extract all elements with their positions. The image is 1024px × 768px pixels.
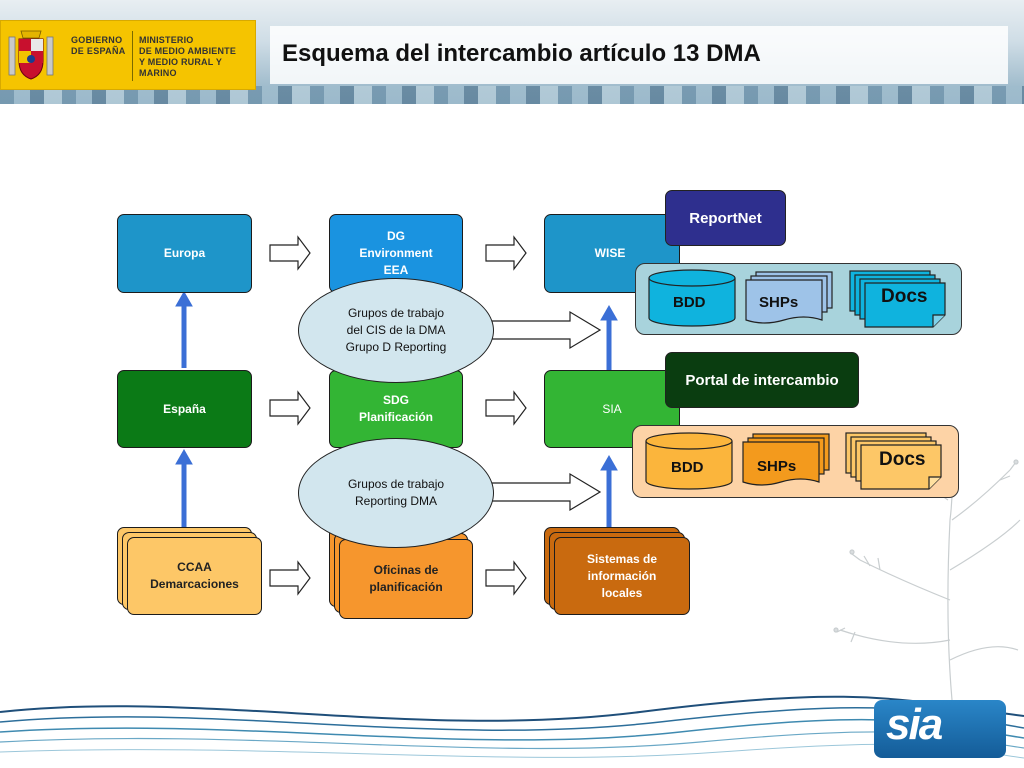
title-box <box>270 26 1008 84</box>
gov-line-2: DE ESPAÑA <box>71 46 126 56</box>
ccaa-line-2: Demarcaciones <box>150 577 239 591</box>
database-icon <box>645 432 733 490</box>
header-water-strip <box>0 86 1024 104</box>
sistemas-line-2: información <box>587 568 657 583</box>
arrow-grupos2-sia <box>491 472 602 512</box>
arrow-espana-sdg <box>269 390 311 426</box>
ministry-text: MINISTERIO DE MEDIO AMBIENTE Y MEDIO RUR… <box>139 35 255 79</box>
portal-bdd-label: BDD <box>671 459 704 476</box>
government-text: GOBIERNO DE ESPAÑA <box>71 35 129 57</box>
sdg-line-1: SDG <box>382 393 409 407</box>
arrow-ccaa-oficinas <box>269 560 311 596</box>
oficinas-planificacion-box: Oficinas de planificación <box>339 539 473 619</box>
portal-shps-label: SHPs <box>757 458 797 475</box>
grupos1-line-1: Grupos de trabajo <box>347 306 445 320</box>
portal-label: Portal de intercambio <box>685 371 839 389</box>
ccaa-demarcaciones-box: CCAA Demarcaciones <box>127 537 262 615</box>
sdg-line-2: Planificación <box>358 410 434 424</box>
plant-decoration-icon <box>833 449 1021 701</box>
page-title: Esquema del intercambio artículo 13 DMA <box>282 40 761 67</box>
reportnet-box: ReportNet <box>665 190 786 246</box>
oficinas-line-1: Oficinas de <box>373 563 439 577</box>
arrow-dg-wise <box>485 235 527 271</box>
ministry-line-3: Y MEDIO RURAL Y MARINO <box>139 57 222 78</box>
arrow-europa-dg <box>269 235 311 271</box>
top-bdd-label: BDD <box>673 294 706 311</box>
top-shps-label: SHPs <box>759 294 799 311</box>
government-logo: GOBIERNO DE ESPAÑA MINISTERIO DE MEDIO A… <box>0 20 256 90</box>
gov-line-1: GOBIERNO <box>71 35 123 45</box>
sistemas-informacion-box: Sistemas de información locales <box>554 537 690 615</box>
arrow-sdg-sia <box>485 390 527 426</box>
arrow-grupos1-wise <box>491 310 602 350</box>
logo-separator <box>132 31 133 81</box>
ministry-line-2: DE MEDIO AMBIENTE <box>139 46 237 56</box>
coat-of-arms-icon <box>8 30 54 80</box>
oficinas-line-2: planificación <box>369 580 443 594</box>
sdg-planificacion-box: SDG Planificación <box>329 370 463 448</box>
sia-logo <box>874 700 1006 758</box>
ccaa-line-1: CCAA <box>177 560 212 574</box>
portal-docs-label: Docs <box>879 449 926 470</box>
dg-line-2: Environment <box>359 246 433 260</box>
europa-label: Europa <box>163 246 206 260</box>
grupos1-line-3: Grupo D Reporting <box>345 340 447 354</box>
grupos2-line-1: Grupos de trabajo <box>347 477 445 491</box>
espana-label: España <box>163 401 206 416</box>
dg-line-1: DG <box>387 229 405 243</box>
shps-document-stack-icon <box>745 271 833 324</box>
grupos1-line-2: del CIS de la DMA <box>346 323 446 337</box>
sia-logo-text: sia <box>886 700 943 749</box>
docs-document-stack-icon <box>849 270 946 328</box>
sia-box: SIA <box>544 370 680 448</box>
wave-decoration <box>0 695 1024 759</box>
espana-box: España <box>117 370 252 448</box>
grupos-reporting-ellipse: Grupos de trabajo Reporting DMA <box>298 438 494 548</box>
database-icon <box>648 269 736 327</box>
reportnet-label: ReportNet <box>689 209 762 227</box>
flow-arrows <box>269 235 602 596</box>
portal-intercambio-box: Portal de intercambio <box>665 352 859 408</box>
grupos2-line-2: Reporting DMA <box>354 494 438 508</box>
europa-box: Europa <box>117 214 252 293</box>
portal-panel-icons <box>645 432 942 490</box>
ministry-line-1: MINISTERIO <box>139 35 194 45</box>
sistemas-line-1: Sistemas de <box>586 551 658 566</box>
top-docs-label: Docs <box>881 286 928 307</box>
arrow-oficinas-sistemas <box>485 560 527 596</box>
upward-arrows <box>175 290 618 527</box>
sia-label: SIA <box>602 401 622 416</box>
reportnet-panel-icons <box>648 269 946 328</box>
shps-document-stack-icon <box>742 433 830 486</box>
dg-line-3: EEA <box>383 263 409 277</box>
grupos-cis-ellipse: Grupos de trabajo del CIS de la DMA Grup… <box>298 278 494 383</box>
wise-label: WISE <box>594 246 626 260</box>
docs-document-stack-icon <box>845 432 942 490</box>
sistemas-line-3: locales <box>601 585 643 600</box>
